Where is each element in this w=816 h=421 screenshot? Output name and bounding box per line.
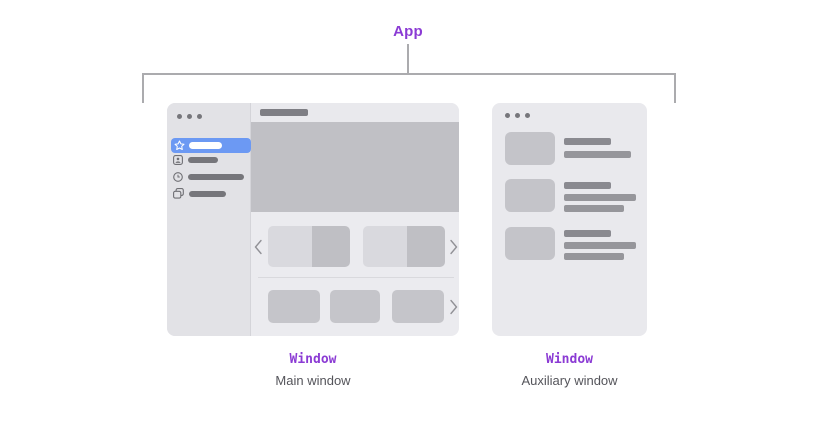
window-dot <box>177 114 182 119</box>
star-icon <box>174 140 185 150</box>
bracket-left-drop-line <box>142 73 144 103</box>
list-item <box>492 132 647 172</box>
sidebar-item-selected <box>171 138 251 153</box>
caption-subtitle: Main window <box>275 373 351 388</box>
caption-subtitle: Auxiliary window <box>521 373 618 388</box>
carousel-card <box>268 290 320 323</box>
traffic-light-dots <box>177 114 202 119</box>
caption-title: Window <box>546 352 593 367</box>
section-divider <box>258 277 454 278</box>
chevron-left-icon <box>254 239 262 255</box>
thumbnail-placeholder <box>505 132 555 165</box>
sidebar <box>167 103 251 336</box>
text-line-placeholder <box>564 253 624 260</box>
hero-content-placeholder <box>251 122 459 212</box>
auxiliary-window-caption: Window Auxiliary window <box>492 352 647 388</box>
sidebar-label-placeholder <box>189 142 222 149</box>
thumbnail-placeholder <box>505 227 555 260</box>
main-window-caption: Window Main window <box>167 352 459 388</box>
clock-icon <box>173 172 183 182</box>
text-line-placeholder <box>564 230 611 237</box>
text-line-placeholder <box>564 138 611 145</box>
text-line-placeholder <box>564 151 631 158</box>
window-dot <box>515 113 520 118</box>
carousel-card <box>392 290 444 323</box>
bracket-stub-line <box>407 44 409 74</box>
carousel-card <box>268 226 350 267</box>
card-right-placeholder <box>312 226 350 267</box>
carousel-card <box>330 290 380 323</box>
card-left-placeholder <box>363 226 407 267</box>
window-dot <box>197 114 202 119</box>
text-line-placeholder <box>564 242 636 249</box>
chevron-right-icon <box>450 299 458 315</box>
window-dot <box>525 113 530 118</box>
text-line-placeholder <box>564 205 624 212</box>
bracket-horizontal-line <box>142 73 676 75</box>
toolbar-title-placeholder <box>260 109 308 116</box>
list-item <box>492 179 647 219</box>
auxiliary-window-wireframe <box>492 103 647 336</box>
thumbnail-placeholder <box>505 179 555 212</box>
sidebar-label-placeholder <box>189 190 226 197</box>
chevron-right-icon <box>450 239 458 255</box>
main-window-wireframe <box>167 103 459 336</box>
list-item <box>492 227 647 267</box>
copy-icon <box>173 188 184 199</box>
sidebar-label-placeholder <box>188 157 218 163</box>
carousel-card <box>363 226 445 267</box>
sidebar-item <box>173 172 244 182</box>
toolbar <box>251 103 459 122</box>
sidebar-label-placeholder <box>188 174 244 180</box>
bracket-right-drop-line <box>674 73 676 103</box>
traffic-light-dots <box>505 113 530 118</box>
sidebar-item <box>173 155 218 165</box>
window-dot <box>187 114 192 119</box>
app-label: App <box>393 23 423 40</box>
card-left-placeholder <box>268 226 312 267</box>
text-line-placeholder <box>564 182 611 189</box>
text-line-placeholder <box>564 194 636 201</box>
person-icon <box>173 155 183 165</box>
window-dot <box>505 113 510 118</box>
caption-title: Window <box>289 352 337 367</box>
card-right-placeholder <box>407 226 445 267</box>
sidebar-item <box>173 188 226 199</box>
